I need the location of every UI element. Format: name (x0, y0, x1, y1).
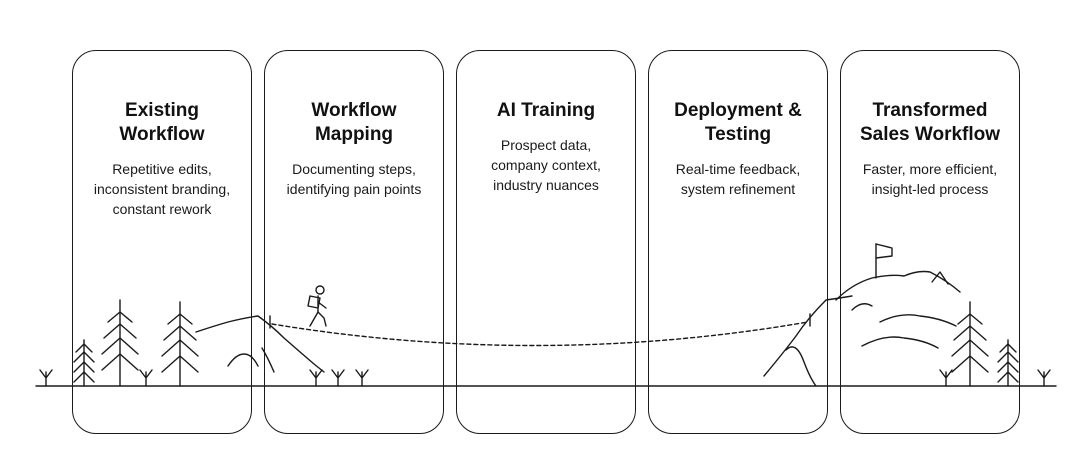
stage-title: Workflow Mapping (311, 100, 397, 145)
stage-description: Documenting steps, identifying pain poin… (286, 161, 422, 197)
stage-card-deployment-testing: Deployment & Testing Real-time feedback,… (648, 50, 828, 434)
grass-tuft-icon (39, 369, 53, 387)
stage-title: Transformed Sales Workflow (859, 100, 1001, 145)
stage-title: AI Training (496, 100, 596, 121)
stage-card-transformed-sales-workflow: Transformed Sales Workflow Faster, more … (840, 50, 1020, 434)
grass-tuft-icon (1037, 369, 1051, 387)
stage-title: Deployment & Testing (674, 100, 802, 145)
stage-card-ai-training: AI Training Prospect data, company conte… (456, 50, 636, 434)
stage-card-existing-workflow: Existing Workflow Repetitive edits, inco… (72, 50, 252, 434)
stage-title: Existing Workflow (119, 100, 205, 145)
stage-description: Faster, more efficient, insight-led proc… (862, 161, 998, 197)
stage-description: Prospect data, company context, industry… (491, 137, 601, 193)
stage-description: Real-time feedback, system refinement (675, 161, 801, 197)
stage-card-workflow-mapping: Workflow Mapping Documenting steps, iden… (264, 50, 444, 434)
stage-description: Repetitive edits, inconsistent branding,… (93, 161, 231, 217)
